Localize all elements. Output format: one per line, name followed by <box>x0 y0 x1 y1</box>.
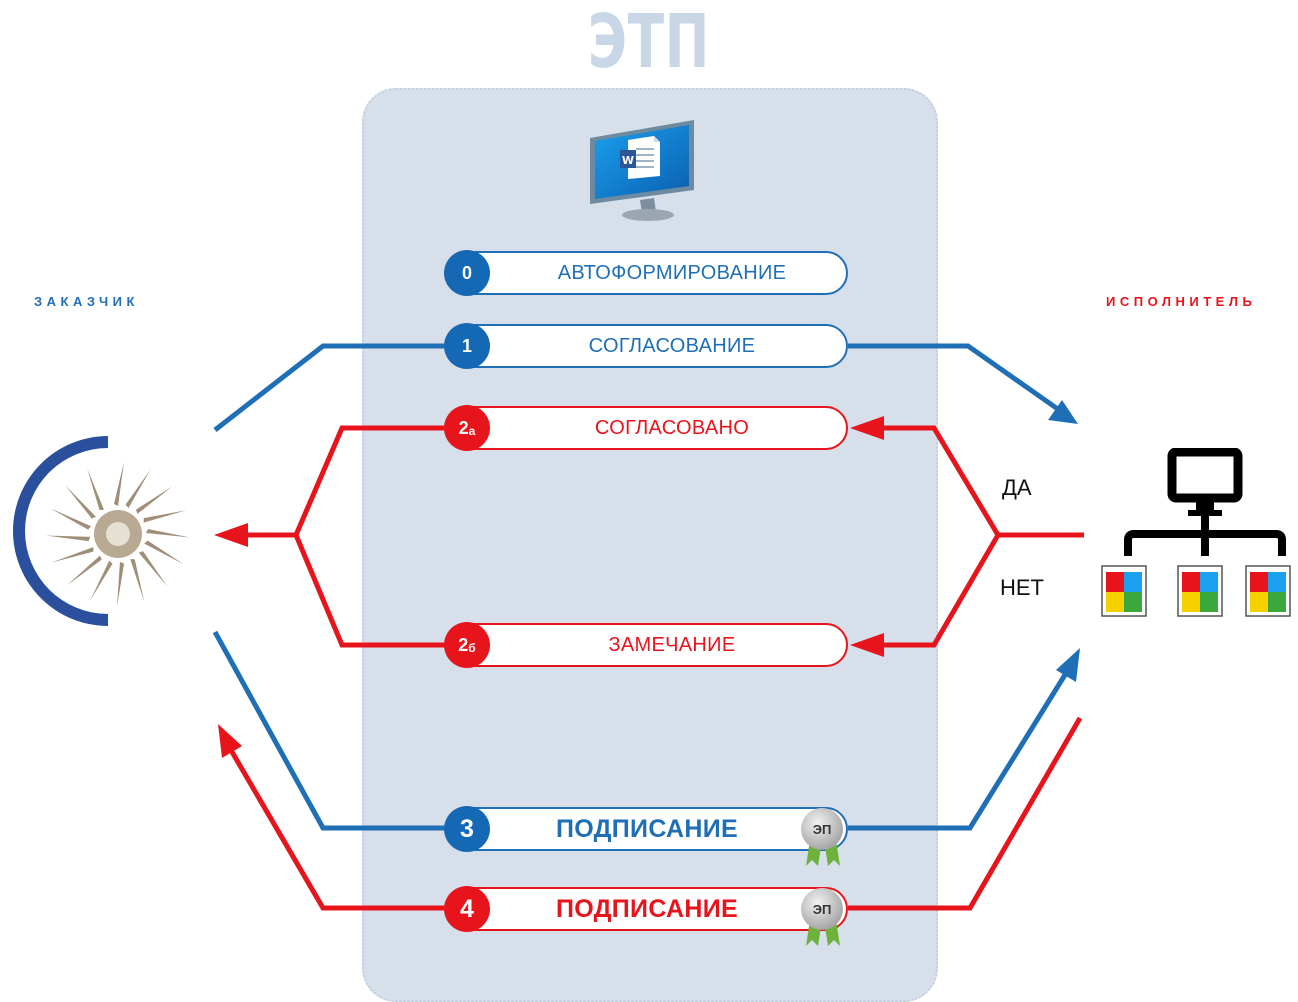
svg-text:W: W <box>622 154 634 167</box>
platform-title: ЭТП <box>587 0 711 85</box>
flow-line-signing-to-customer <box>225 743 446 911</box>
flow-arrowhead-to-customer <box>214 523 248 547</box>
flow-line-signing-contractor <box>848 716 1083 911</box>
flow-line-remark <box>880 533 1001 648</box>
word-document-monitor-icon: W <box>590 120 694 221</box>
contractor-label: ИСПОЛНИТЕЛЬ <box>1106 294 1257 309</box>
step-number: 2 <box>458 634 469 655</box>
flow-line-signing-to-contractor <box>848 668 1071 831</box>
signature-seal-icon: ЭП <box>801 808 843 850</box>
flow-arrowhead-approved <box>850 416 884 440</box>
signature-badge-text: ЭП <box>812 821 832 837</box>
step-number-badge: 4 <box>444 886 490 932</box>
step-signing-contractor: ПОДПИСАНИЕ <box>446 887 848 931</box>
flow-arrowhead-remark <box>850 633 884 657</box>
yes-label: ДА <box>1002 475 1032 500</box>
network-puzzle-icon <box>1101 448 1291 617</box>
step-approved: СОГЛАСОВАНО <box>446 406 848 450</box>
step-label: ПОДПИСАНИЕ <box>555 814 739 843</box>
step-number: 4 <box>460 894 474 923</box>
puzzle-piece-group-1 <box>1101 565 1147 617</box>
step-number-suffix: б <box>468 641 476 655</box>
step-number-badge: 0 <box>444 250 490 296</box>
flow-line-approved <box>293 425 446 648</box>
step-number: 1 <box>461 335 472 356</box>
step-number-badge: 3 <box>444 806 490 852</box>
step-signing-customer: ПОДПИСАНИЕ <box>446 807 848 851</box>
signature-badge-text: ЭП <box>812 901 832 917</box>
step-label: АВТОФОРМИРОВАНИЕ <box>557 261 787 284</box>
flow-arrowhead-approval-request <box>1048 400 1078 424</box>
flow-line-approval-request-out <box>848 343 1064 415</box>
step-number: 2 <box>458 417 469 438</box>
flow-line-signing-customer <box>212 630 446 831</box>
step-approval-request: СОГЛАСОВАНИЕ <box>446 324 848 368</box>
step-label: ПОДПИСАНИЕ <box>555 894 739 923</box>
step-label: СОГЛАСОВАНО <box>594 416 750 439</box>
step-number-badge: 1 <box>444 323 490 369</box>
puzzle-piece-group-3 <box>1245 565 1291 617</box>
flow-line-contractor-response <box>880 425 1084 538</box>
step-number: 3 <box>460 814 474 843</box>
flow-arrowhead-signing-to-customer <box>218 724 242 758</box>
step-label: СОГЛАСОВАНИЕ <box>588 334 756 357</box>
flow-line-approval-request <box>213 343 446 432</box>
step-number-suffix: а <box>468 424 476 438</box>
company-sun-logo <box>13 436 191 626</box>
signature-seal-icon: ЭП <box>801 888 843 930</box>
no-label: НЕТ <box>1000 575 1044 600</box>
step-remark: ЗАМЕЧАНИЕ <box>446 623 848 667</box>
step-label: ЗАМЕЧАНИЕ <box>608 633 736 656</box>
step-number: 0 <box>461 262 472 283</box>
step-autogeneration: АВТОФОРМИРОВАНИЕ <box>446 251 848 295</box>
customer-label: ЗАКАЗЧИК <box>34 294 139 309</box>
puzzle-piece-group-2 <box>1177 565 1223 617</box>
flow-arrowhead-signing-to-contractor <box>1056 648 1080 682</box>
